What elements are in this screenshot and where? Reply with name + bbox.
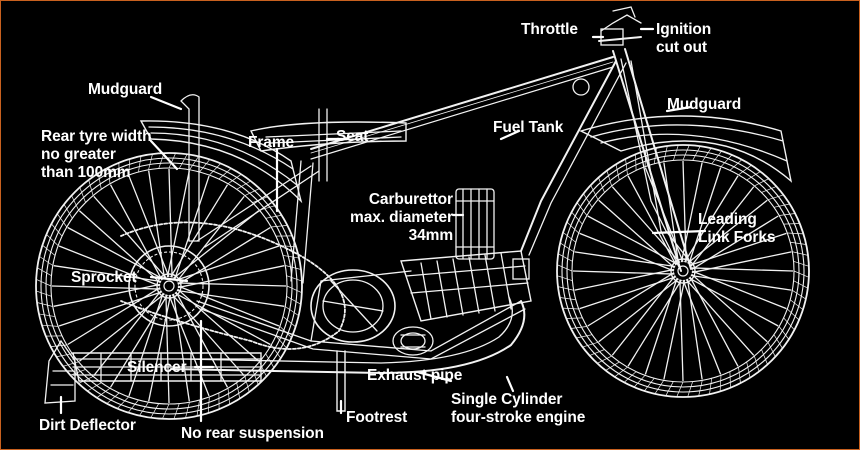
label-carburettor: Carburettor max. diameter 34mm <box>323 191 453 245</box>
label-seat: Seat <box>336 128 368 146</box>
label-exhaust-pipe: Exhaust pipe <box>367 367 462 385</box>
label-silencer: Silencer <box>127 359 187 377</box>
label-leading-link-forks: Leading Link Forks <box>698 211 775 247</box>
label-sprocket: Sprocket <box>71 269 137 287</box>
label-no-rear-suspension: No rear suspension <box>181 425 324 443</box>
label-throttle: Throttle <box>521 21 578 39</box>
label-footrest: Footrest <box>346 409 407 427</box>
front-wheel <box>557 145 809 397</box>
label-single-cylinder-engine: Single Cylinder four-stroke engine <box>451 391 585 427</box>
carburettor <box>456 189 494 259</box>
label-dirt-deflector: Dirt Deflector <box>39 417 136 435</box>
label-mudguard-front: Mudguard <box>667 96 741 114</box>
label-fuel-tank: Fuel Tank <box>493 119 563 137</box>
label-ignition-cut-out: Ignition cut out <box>656 21 711 57</box>
label-mudguard-rear: Mudguard <box>88 81 162 99</box>
label-rear-tyre-width: Rear tyre width no greater than 100mm <box>41 128 151 182</box>
label-frame: Frame <box>248 134 294 152</box>
handlebars <box>573 7 641 95</box>
